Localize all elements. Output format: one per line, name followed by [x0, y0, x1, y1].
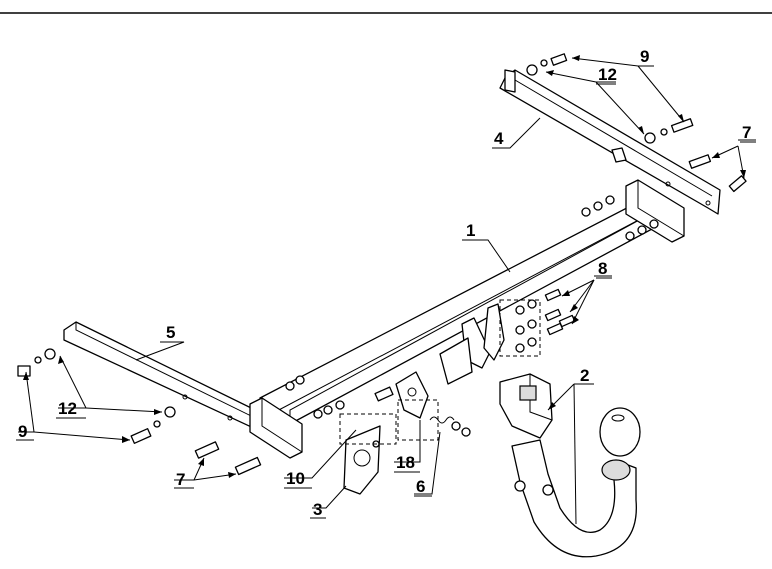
callout-6: 6 [416, 477, 425, 496]
callout-8: 8 [598, 259, 607, 278]
callout-12-left: 12 [58, 399, 77, 418]
callout-1: 1 [466, 221, 475, 240]
callout-5: 5 [166, 323, 175, 342]
callout-2: 2 [580, 366, 589, 385]
callout-9-right: 9 [640, 47, 649, 66]
callout-18: 18 [396, 453, 415, 472]
bolt-group-8 [499, 288, 576, 357]
callout-9-left: 9 [18, 422, 27, 441]
callout-3: 3 [313, 500, 322, 519]
socket-plate [339, 413, 397, 495]
callout-leaders [18, 57, 756, 525]
left-bolts [17, 348, 262, 476]
callout-7-right: 7 [742, 123, 751, 142]
callout-10: 10 [286, 469, 305, 488]
tube-end-fasteners [285, 195, 659, 419]
callout-arrowheads [23, 55, 746, 478]
lock-bracket-and-spring [374, 371, 471, 441]
callout-7-left: 7 [176, 470, 185, 489]
right-side-bracket [499, 69, 721, 215]
callout-4: 4 [494, 129, 504, 148]
callout-12-right: 12 [598, 65, 617, 84]
callout-labels: 1 2 3 4 5 6 7 7 8 9 9 10 12 12 18 [18, 47, 751, 519]
right-bolts [526, 53, 747, 193]
main-cross-tube [249, 179, 685, 459]
ball-neck-assembly [499, 373, 641, 558]
callout-underlines [16, 65, 756, 519]
